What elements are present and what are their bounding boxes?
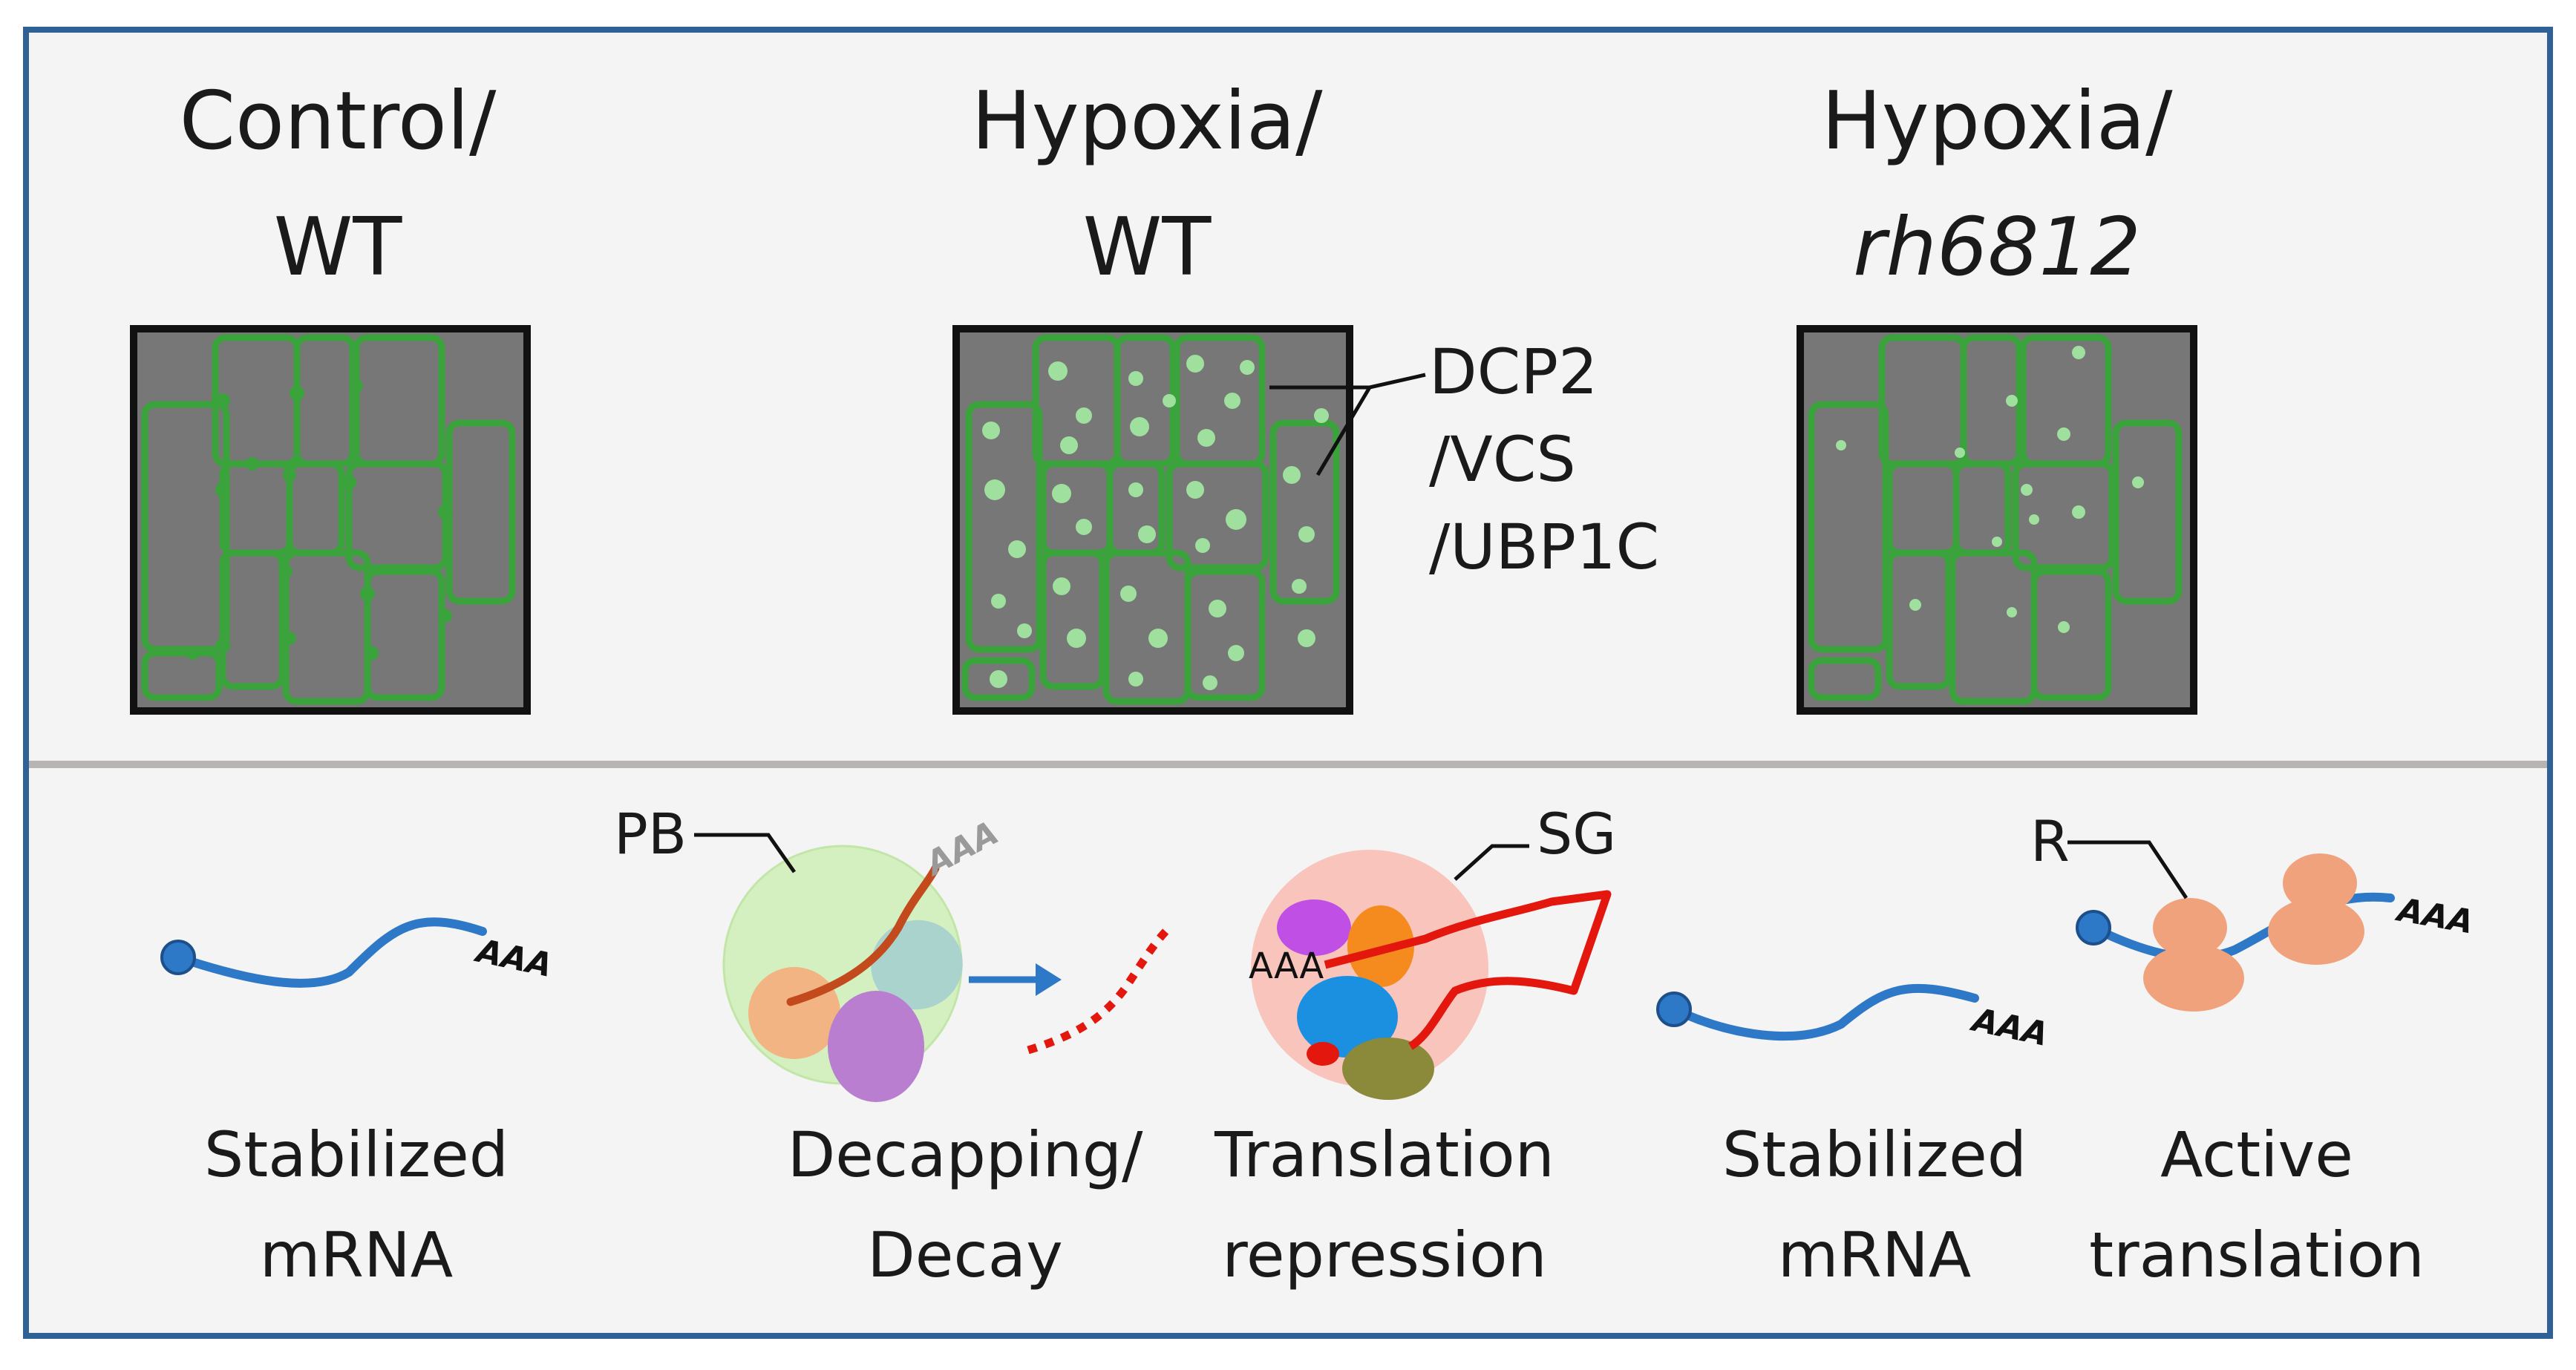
control-title-line2: WT xyxy=(274,201,403,294)
membrane-dots xyxy=(186,379,453,661)
ribosome-label: R xyxy=(2030,808,2070,874)
caption-repression-line2: repression xyxy=(1222,1219,1547,1291)
sg-protein-magenta xyxy=(1277,899,1351,956)
granule-dots xyxy=(1836,346,2144,633)
mrna-cap xyxy=(160,940,196,975)
mrna-cap xyxy=(2076,910,2111,945)
cell-panel-background xyxy=(1797,325,2197,715)
pb-label: PB xyxy=(614,801,687,867)
caption-stabilized-2-line2: mRNA xyxy=(1778,1219,1972,1291)
caption-stabilized-1-line1: Stabilized xyxy=(204,1118,509,1191)
cell-outlines xyxy=(961,334,1340,705)
ribosome-1 xyxy=(2143,898,2244,1012)
sg-protein-blue xyxy=(1297,976,1398,1058)
sg-callout xyxy=(1454,844,1529,881)
hypoxia-wt-title-line1: Hypoxia/ xyxy=(972,75,1324,168)
caption-stabilized-2-line1: Stabilized xyxy=(1722,1118,2027,1191)
mrna-cap xyxy=(1656,992,1692,1027)
cell-panel-hypoxia-mutant xyxy=(1797,325,2197,715)
ribosome-2 xyxy=(2268,853,2364,965)
granule-label-line2: /VCS xyxy=(1429,423,1576,496)
granule-label-line1: DCP2 xyxy=(1429,335,1598,408)
caption-stabilized-1-line2: mRNA xyxy=(260,1219,454,1291)
pb-protein-purple xyxy=(828,991,924,1102)
stress-granule: AAA SG xyxy=(1249,801,1616,1100)
hypoxia-mutant-title-line2: rh6812 xyxy=(1853,201,2141,294)
ribosome-callout xyxy=(2067,840,2188,899)
pb-protein-teal xyxy=(871,920,963,1010)
pb-mrna xyxy=(786,864,940,1006)
granule-callout: DCP2 /VCS /UBP1C xyxy=(1269,335,1659,583)
callout-line xyxy=(1315,386,1372,476)
sg-protein-red xyxy=(1307,1042,1339,1066)
caption-decay-line1: Decapping/ xyxy=(788,1118,1144,1191)
control-title-line1: Control/ xyxy=(180,75,497,168)
pb-callout xyxy=(694,833,797,874)
sg-polya-label: AAA xyxy=(1249,945,1324,987)
sg-protein-olive xyxy=(1342,1038,1434,1100)
hypoxia-mutant-title-line1: Hypoxia/ xyxy=(1822,75,2174,168)
hypoxia-wt-title-line2: WT xyxy=(1083,201,1212,294)
decay-arrow xyxy=(969,963,1062,996)
arrow-head xyxy=(1036,963,1062,996)
mrna-strand xyxy=(174,917,487,988)
caption-active-line2: translation xyxy=(2089,1219,2425,1291)
decayed-mrna xyxy=(1027,925,1172,1055)
granule-dots xyxy=(982,355,1329,690)
sg-label: SG xyxy=(1537,801,1616,867)
cell-panel-control-wt xyxy=(130,325,531,715)
caption-decay-line2: Decay xyxy=(867,1219,1063,1291)
pb-protein-orange xyxy=(748,967,840,1059)
cell-outlines xyxy=(1808,334,2183,705)
mrna-strand xyxy=(1670,983,1979,1041)
caption-repression-line1: Translation xyxy=(1214,1118,1555,1191)
sg-mrna xyxy=(1324,890,1612,1050)
cell-panel-hypoxia-wt xyxy=(952,325,1353,715)
granule-label-line3: /UBP1C xyxy=(1429,511,1659,583)
caption-active-line1: Active xyxy=(2160,1118,2353,1191)
